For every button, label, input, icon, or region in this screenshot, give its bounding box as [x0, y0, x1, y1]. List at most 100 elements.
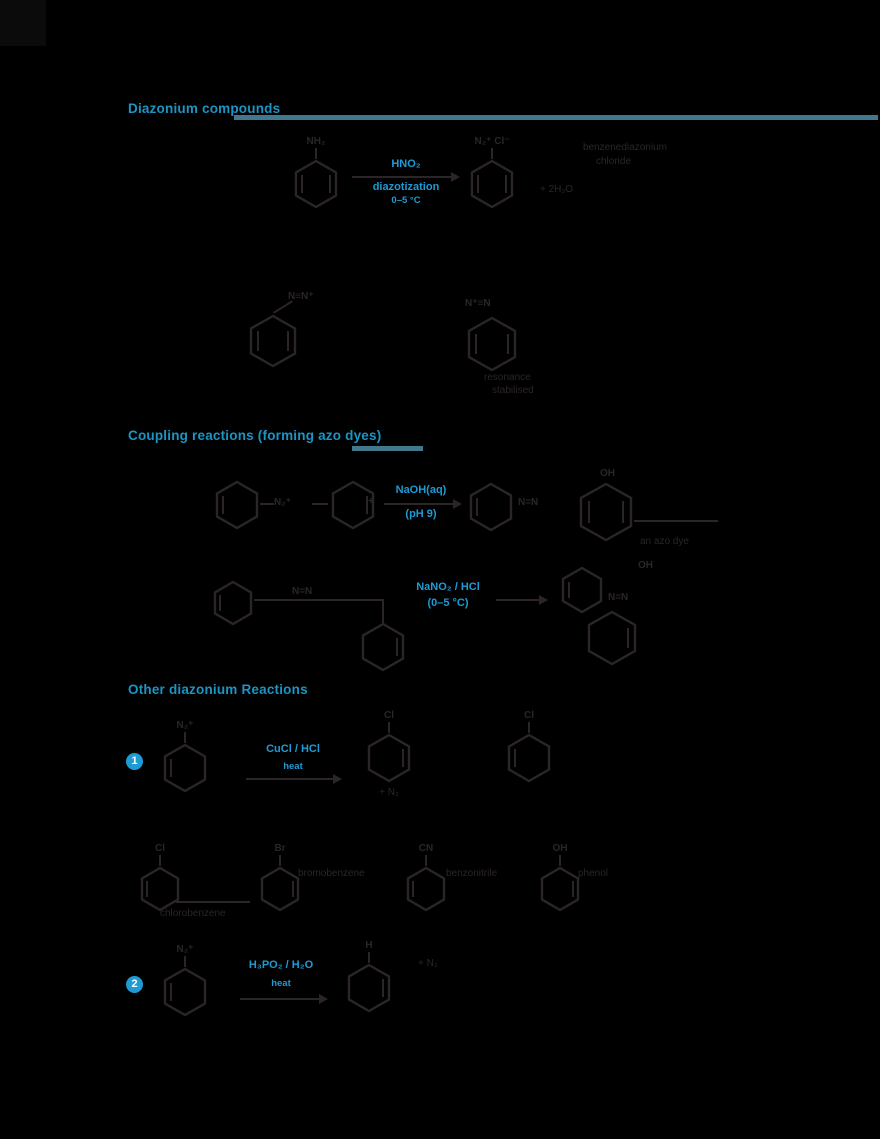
arrow-condition-label: diazotization [372, 181, 440, 193]
azo-bridge-label: N=N [292, 586, 313, 597]
benzene-ring-icon [215, 480, 259, 530]
arrow-condition-label: heat [283, 761, 303, 772]
arrow-reagent-label: NaOH(aq) [395, 484, 447, 496]
substituent-label: N₂⁺ [176, 720, 194, 731]
byproduct-note: + N₂ [418, 958, 438, 969]
structure-name-note: chlorobenzene [160, 908, 226, 919]
arrow-reagent-label: H₃PO₂ / H₂O [248, 959, 314, 971]
bond-line [634, 520, 718, 522]
benzene-ring-icon [507, 733, 551, 783]
substituent-label: Cl [384, 710, 394, 721]
substituent-label: N₂⁺ [176, 944, 194, 955]
azo-bridge-label: N=N [608, 592, 629, 603]
substituent-label: N₂⁺ Cl⁻ [474, 136, 510, 147]
bond-line [368, 952, 370, 963]
structure-name-note: bromobenzene [298, 868, 365, 879]
reaction-arrow-icon [246, 773, 342, 784]
resonance-left-label: N≡N⁺ [288, 291, 314, 302]
benzene-ring-icon [361, 622, 405, 672]
bond-line [184, 732, 186, 743]
bond-line [159, 855, 161, 866]
benzene-ring-icon [260, 866, 300, 912]
benzene-ring-icon [467, 316, 517, 372]
reaction-arrow-icon [384, 498, 462, 509]
benzene-ring-icon [587, 610, 637, 666]
substituent-label: CN [418, 843, 434, 854]
structure-aniline: NH₂ [280, 136, 352, 209]
reaction-arrow-icon [496, 594, 548, 605]
step-number-badge: 2 [126, 976, 143, 993]
resonance-note: stabilised [492, 385, 534, 396]
arrow-reagent-label: NaNO₂ / HCl [416, 581, 480, 593]
bond-line [254, 599, 384, 601]
section-heading-diazonium: Diazonium compounds [128, 101, 281, 116]
substituent-label: NH₂ [306, 136, 326, 147]
reaction-arrow-icon [240, 993, 328, 1004]
byproduct-note: + N₂ [379, 787, 399, 798]
benzene-ring-icon [140, 866, 180, 912]
arrow-reagent-label: HNO₂ [391, 158, 421, 170]
structure-product: Cl + N₂ [352, 710, 426, 799]
bond-line [425, 855, 427, 866]
benzene-ring-icon [163, 743, 207, 793]
substituent-label: Cl [524, 710, 534, 721]
bond-line [388, 722, 390, 733]
benzene-ring-icon [561, 566, 603, 614]
product-name-note: benzenediazonium [583, 142, 667, 153]
substituent-label: H [365, 940, 373, 951]
structure-product-variant: Cl [132, 843, 188, 912]
coupling-reactant-label: N₂⁺ [274, 497, 291, 508]
arrow-reagent-label: CuCl / HCl [266, 743, 320, 755]
resonance-note: resonance [484, 372, 531, 383]
benzene-ring-icon [470, 159, 514, 209]
substituent-label: Cl [155, 843, 165, 854]
structure-diazonium-salt: N₂⁺ Cl⁻ [452, 136, 532, 209]
benzene-ring-icon [213, 580, 253, 626]
benzene-ring-icon [331, 480, 375, 530]
bond-line [528, 722, 530, 733]
benzene-ring-icon [347, 963, 391, 1013]
product-name-note: chloride [596, 156, 632, 167]
structure-product-variant: OH [532, 843, 588, 912]
product-name-note: an azo dye [640, 536, 689, 547]
bond-line [176, 901, 250, 903]
resonance-right-label: N⁺≡N [465, 298, 491, 309]
arrow-condition-label: (0–5 °C) [427, 597, 469, 609]
bond-line [279, 855, 281, 866]
bond-line [312, 503, 328, 505]
structure-product-variant: CN [398, 843, 454, 912]
benzene-ring-icon [163, 967, 207, 1017]
structure-product-alt: Cl [492, 710, 566, 783]
benzene-ring-icon [469, 482, 513, 532]
bond-line [315, 148, 317, 159]
product-substituent-note: OH [600, 468, 615, 479]
structure-name-note: phenol [578, 868, 609, 879]
reaction-arrow-icon [352, 171, 460, 182]
arrow-condition-label: (pH 9) [405, 508, 437, 520]
bond-line [491, 148, 493, 159]
section-heading-coupling: Coupling reactions (forming azo dyes) [128, 428, 382, 443]
plus-sign: + [368, 496, 374, 507]
product-substituent-note: OH [638, 560, 653, 571]
structure-name-note: benzonitrile [446, 868, 498, 879]
bond-line [559, 855, 561, 866]
structure-diazonium: N₂⁺ [150, 944, 220, 1017]
benzene-ring-icon [249, 314, 297, 368]
arrow-condition-label: heat [271, 978, 291, 989]
benzene-ring-icon [540, 866, 580, 912]
benzene-ring-icon [579, 482, 633, 542]
structure-diazonium: N₂⁺ [150, 720, 220, 793]
page-corner-artifact [0, 0, 46, 46]
azo-bridge-label: N=N [518, 497, 539, 508]
heading-rule [234, 115, 878, 120]
step-number-badge: 1 [126, 753, 143, 770]
structure-product: H [332, 940, 406, 1013]
bond-line [382, 601, 384, 623]
structure-product-variant: Br [252, 843, 308, 912]
benzene-ring-icon [406, 866, 446, 912]
substituent-label: Br [274, 843, 286, 854]
heading-rule [352, 446, 423, 451]
arrow-temperature-note: 0–5 °C [391, 195, 421, 206]
section-heading-other: Other diazonium Reactions [128, 682, 308, 697]
